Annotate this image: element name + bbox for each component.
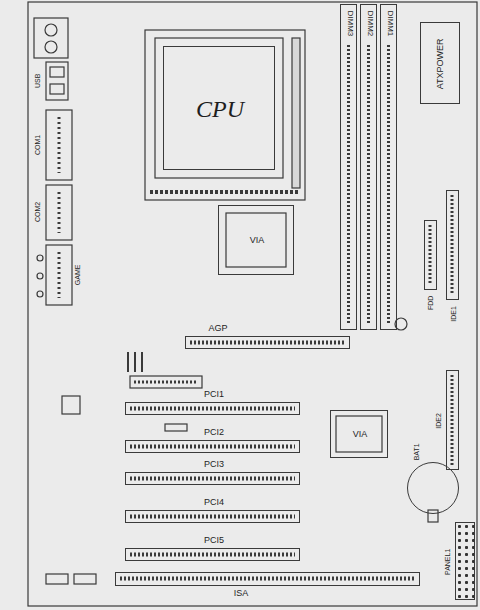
jumper: [127, 352, 129, 372]
connector-label: USB: [34, 73, 42, 89]
memory-slot: DIMM2: [360, 4, 377, 330]
serial-connector: [46, 110, 72, 180]
jumper: [134, 352, 136, 372]
header-pins: [451, 195, 454, 295]
cpu-socket-frame: [155, 38, 283, 178]
ps2-connector: [34, 18, 68, 58]
board-outline: [28, 2, 477, 606]
audio-jack: [37, 255, 43, 261]
audio-jack: [37, 291, 43, 297]
panel-header: PANEL1: [455, 522, 475, 600]
slot-contacts: [190, 341, 345, 345]
connector-pins: [58, 192, 61, 233]
cpu-socket: [145, 30, 305, 200]
chip-die: [226, 213, 286, 267]
connector-pins: [58, 252, 61, 298]
part-label: DIMM1: [385, 10, 394, 38]
part-label: PCI3: [203, 460, 225, 470]
power-connector: ATXPOWER: [420, 22, 460, 104]
connector-label: GAME: [74, 264, 82, 287]
usb-port: [50, 67, 64, 77]
header: [46, 574, 68, 584]
isa-slot: ISA: [115, 572, 420, 586]
part-label: DIMM2: [365, 10, 374, 38]
part-label: PANEL1: [444, 548, 452, 576]
part-label: VIA: [352, 430, 369, 440]
pci-slot: PCI2: [125, 440, 300, 453]
part-label: PCI5: [203, 536, 225, 546]
part-label: PCI1: [203, 390, 225, 400]
slot-contacts: [367, 45, 370, 325]
part-label: VIA: [249, 236, 266, 246]
header: [74, 574, 96, 584]
part-label: CPU: [195, 96, 245, 122]
connector-pins: [58, 117, 61, 173]
part-label: PCI4: [203, 498, 225, 508]
jumper-block: [165, 424, 187, 431]
chip-die: [336, 416, 382, 452]
part-label: PCI2: [203, 428, 225, 438]
floppy-header: FDD: [424, 220, 437, 290]
ide-header: IDE1: [446, 190, 459, 300]
slot-contacts: [387, 45, 390, 325]
pci-slot: PCI3: [125, 472, 300, 485]
memory-slot: DIMM1: [380, 4, 397, 330]
part-label: IDE1: [450, 305, 458, 323]
jumper: [141, 352, 143, 372]
part-label: IDE2: [435, 412, 443, 430]
usb-port: [50, 84, 64, 94]
socket-pins: [150, 190, 300, 194]
header-pins: [429, 225, 432, 285]
chipset: VIA: [330, 410, 388, 458]
ps2-port: [45, 24, 57, 36]
slot-contacts: [120, 577, 415, 581]
battery: BAT1: [407, 462, 459, 514]
slot-contacts: [130, 407, 295, 411]
pci-slot: PCI5: [125, 548, 300, 561]
slot-contacts: [130, 445, 295, 449]
part-label: AGP: [207, 324, 228, 334]
connector-label: COM2: [34, 201, 42, 223]
ide-header: IDE2: [446, 370, 459, 470]
header: [130, 376, 202, 388]
header-pins: [451, 375, 454, 465]
game-connector: [46, 245, 72, 305]
memory-slot: DIMM3: [340, 4, 357, 330]
socket-lever: [292, 38, 300, 188]
pci-slot: PCI4: [125, 510, 300, 523]
cpu-label-box: CPU: [163, 46, 275, 170]
part-label: FDD: [428, 295, 436, 311]
battery-clip: [428, 510, 438, 522]
part-label: ATXPOWER: [436, 38, 446, 91]
connector-label: COM1: [34, 134, 42, 156]
header-pins: [134, 381, 198, 384]
slot-contacts: [130, 553, 295, 557]
usb-connector: [46, 62, 68, 100]
slot-contacts: [130, 515, 295, 519]
slot-contacts: [347, 45, 350, 325]
serial-connector: [46, 185, 72, 240]
small-chip: [62, 396, 80, 414]
pci-slot: PCI1: [125, 402, 300, 415]
chipset: VIA: [218, 205, 294, 275]
part-label: ISA: [233, 589, 250, 599]
ps2-port: [45, 41, 57, 53]
slot-contacts: [130, 477, 295, 481]
part-label: DIMM3: [345, 10, 354, 38]
part-label: BAT1: [412, 442, 420, 461]
audio-jack: [37, 273, 43, 279]
agp-slot: AGP: [185, 336, 350, 349]
